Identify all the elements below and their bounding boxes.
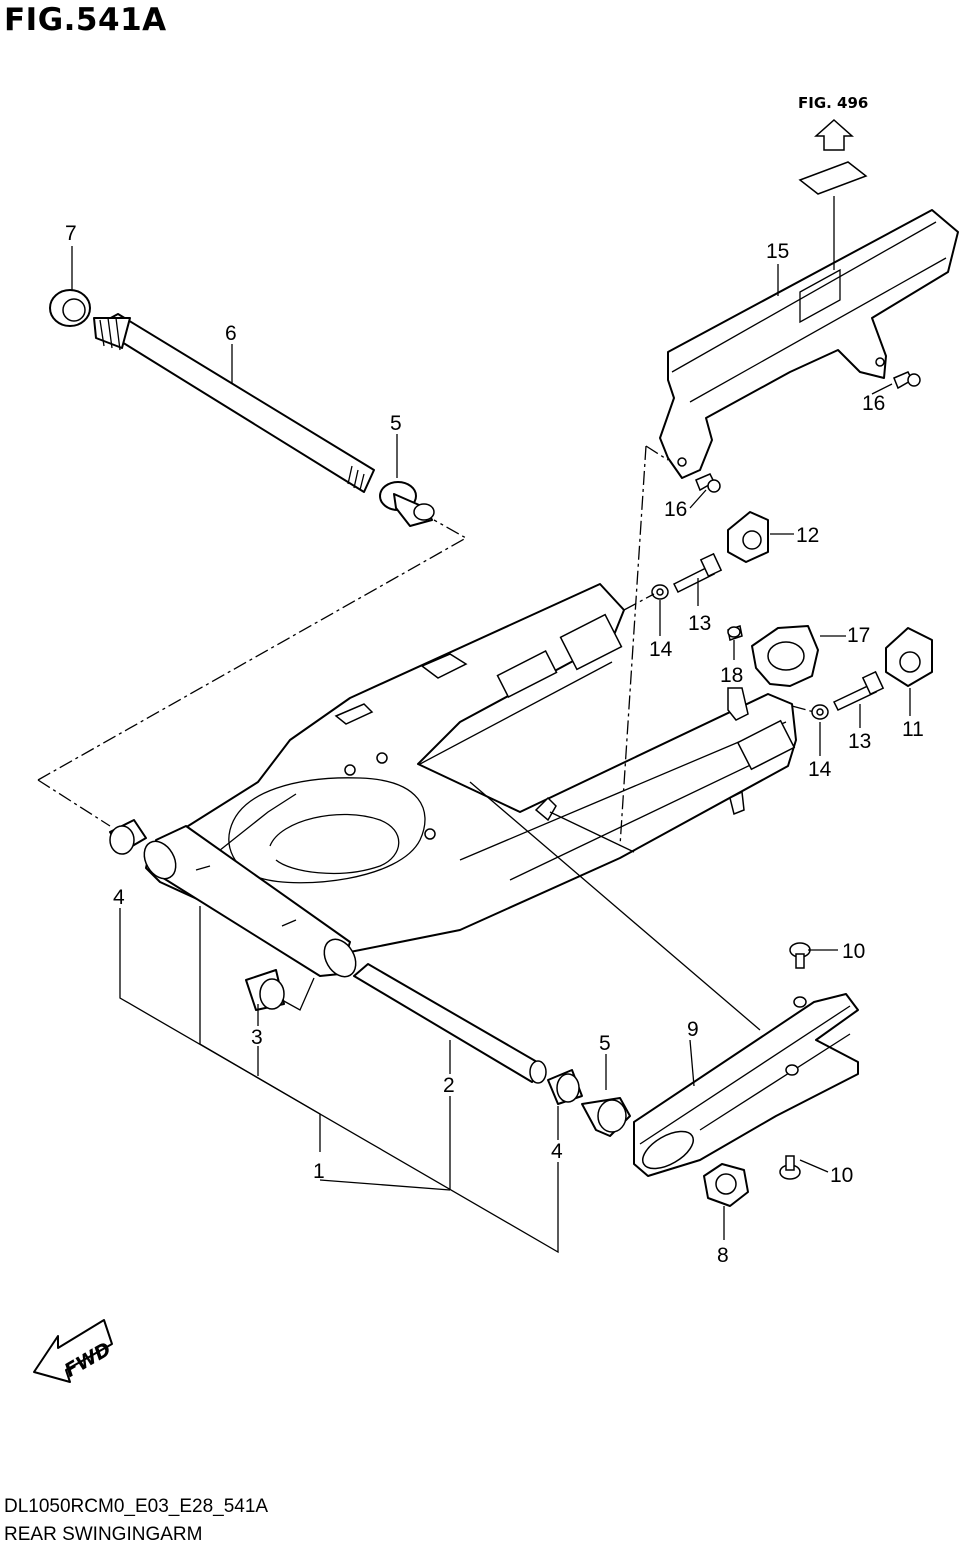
callout-6[interactable]: 6 (225, 322, 237, 345)
bearing-part-3[interactable] (245, 969, 285, 1011)
plate-part-11[interactable] (885, 627, 933, 687)
callout-18[interactable]: 18 (720, 664, 743, 687)
callout-labels: 1 2 3 4 4 5 5 6 7 8 9 10 10 11 12 13 13 … (65, 222, 924, 1267)
fwd-arrow-icon (33, 1319, 113, 1383)
nut-part-7[interactable] (49, 289, 91, 327)
collar-part-5-upper[interactable] (379, 481, 435, 527)
washer-part-14-lower[interactable] (811, 704, 829, 720)
chain-guide-part-9[interactable] (633, 993, 859, 1177)
nut-part-8[interactable] (703, 1163, 749, 1207)
callout-4-left[interactable]: 4 (113, 886, 125, 909)
bolt-part-10-lower[interactable] (779, 1155, 801, 1180)
bracket-part-17[interactable] (751, 625, 819, 687)
reference-label[interactable]: FIG. 496 (798, 94, 868, 112)
callout-5-upper[interactable]: 5 (390, 412, 402, 435)
callout-5-lower[interactable]: 5 (599, 1032, 611, 1055)
collar-part-5-lower[interactable] (581, 1097, 631, 1137)
pivot-shaft-part-6[interactable] (93, 313, 375, 493)
callout-10-upper[interactable]: 10 (842, 940, 865, 963)
screw-part-16-lower[interactable] (695, 473, 721, 493)
callout-11[interactable]: 11 (902, 718, 924, 741)
callout-14-lower[interactable]: 14 (808, 758, 832, 781)
reference-arrow[interactable]: FIG. 496 (798, 94, 868, 195)
washer-part-14-upper[interactable] (651, 584, 669, 600)
callout-2[interactable]: 2 (443, 1074, 455, 1097)
bolt-part-13-lower[interactable] (832, 670, 885, 711)
fwd-arrow: FWD (33, 1319, 115, 1383)
pivot-pipe-part-2[interactable] (353, 963, 547, 1084)
callout-13-lower[interactable]: 13 (848, 730, 871, 753)
figure-title: FIG.541A (4, 2, 167, 38)
bolt-part-13-upper[interactable] (672, 552, 723, 594)
callout-17[interactable]: 17 (847, 624, 870, 647)
chain-cover-part-15[interactable] (659, 209, 959, 479)
callout-4-right[interactable]: 4 (551, 1140, 563, 1163)
screw-part-18[interactable] (727, 625, 743, 641)
plate-part-12[interactable] (727, 511, 769, 563)
leader-lines (37, 196, 911, 1254)
screw-part-16-upper[interactable] (893, 371, 921, 390)
swingarm-part-1[interactable] (138, 583, 797, 982)
bearing-part-4-right[interactable] (547, 1069, 583, 1105)
sticker-icon (798, 161, 868, 195)
callout-14-upper[interactable]: 14 (649, 638, 673, 661)
bolt-part-10-upper[interactable] (789, 942, 811, 969)
callout-7[interactable]: 7 (65, 222, 77, 245)
callout-3[interactable]: 3 (251, 1026, 263, 1049)
callout-12[interactable]: 12 (796, 524, 819, 547)
callout-10-lower[interactable]: 10 (830, 1164, 853, 1187)
callout-16-upper[interactable]: 16 (862, 392, 885, 415)
up-arrow-icon (814, 118, 854, 151)
callout-1[interactable]: 1 (313, 1160, 325, 1183)
diagram-name: REAR SWINGINGARM (4, 1524, 203, 1545)
diagram-code: DL1050RCM0_E03_E28_541A (4, 1496, 269, 1517)
callout-9[interactable]: 9 (687, 1018, 699, 1041)
callout-16-lower[interactable]: 16 (664, 498, 687, 521)
callout-8[interactable]: 8 (717, 1244, 729, 1267)
callout-15[interactable]: 15 (766, 240, 789, 263)
bearing-part-4-left[interactable] (109, 819, 147, 855)
callout-13-upper[interactable]: 13 (688, 612, 711, 635)
